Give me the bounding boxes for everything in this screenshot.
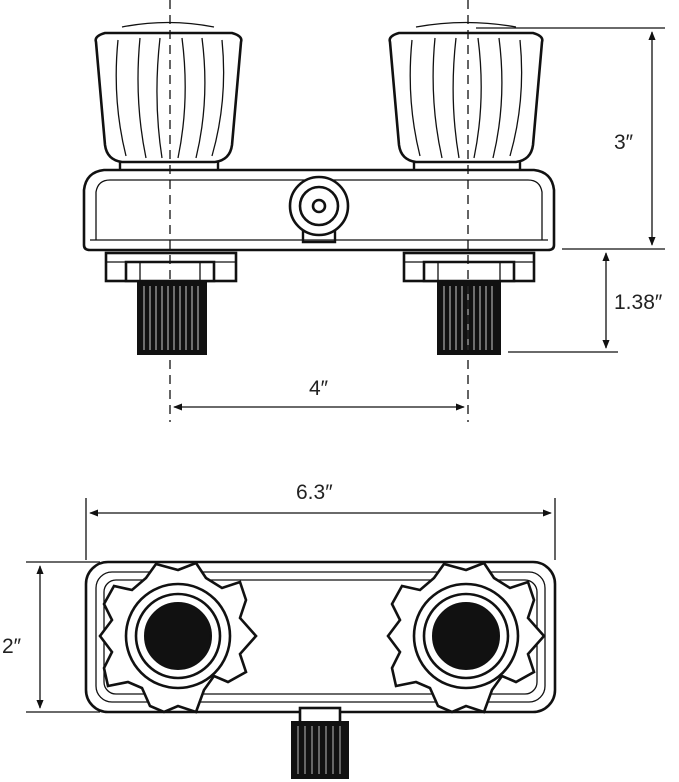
left-stem-threads — [143, 286, 199, 350]
right-knob-front — [388, 21, 544, 174]
base-depth-dimension — [26, 561, 100, 713]
stem-length-dimension — [508, 252, 618, 353]
overall-width-label: 6.3″ — [296, 481, 333, 504]
left-knob-front — [94, 21, 243, 174]
overall-width-dimension — [85, 498, 556, 560]
center-spacing-label: 4″ — [309, 377, 329, 400]
top-view — [26, 498, 557, 779]
handle-height-label: 3″ — [614, 131, 634, 154]
left-knob-top — [98, 561, 258, 714]
front-view — [82, 0, 665, 422]
handle-height-dimension — [476, 27, 665, 250]
right-stem-threads — [443, 286, 493, 350]
left-stem — [104, 251, 238, 355]
stem-length-label: 1.38″ — [614, 291, 663, 314]
right-knob-top — [386, 561, 546, 714]
outlet-top — [291, 706, 349, 779]
base-depth-label: 2″ — [2, 635, 22, 658]
center-outlet-front — [288, 175, 350, 244]
right-stem — [402, 251, 536, 355]
